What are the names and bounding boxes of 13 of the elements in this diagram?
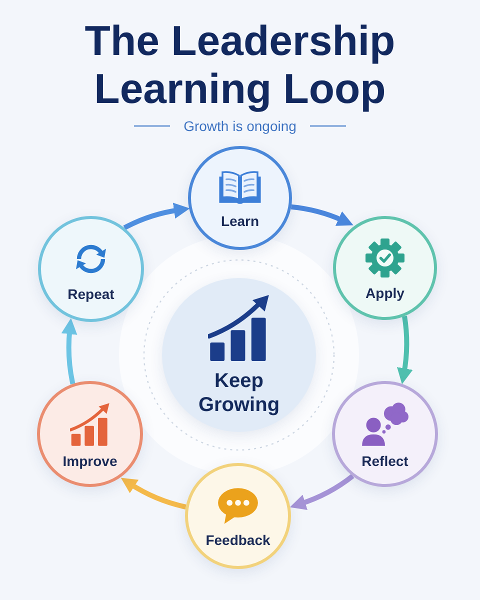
title: The Leadership Learning Loop (84, 17, 396, 113)
step-label: Repeat (68, 285, 114, 303)
step-label: Improve (62, 452, 118, 470)
arrow (123, 203, 190, 230)
arrow (290, 474, 354, 510)
arrow (120, 478, 186, 510)
step-label: Reflect (362, 452, 408, 470)
step-label: Feedback (206, 531, 270, 549)
arrow (290, 204, 354, 226)
subtitle: Growth is ongoing (184, 117, 296, 135)
step-label: Learn (220, 212, 260, 230)
center-label: Keep Growing (197, 369, 281, 417)
step-label: Apply (366, 284, 404, 302)
